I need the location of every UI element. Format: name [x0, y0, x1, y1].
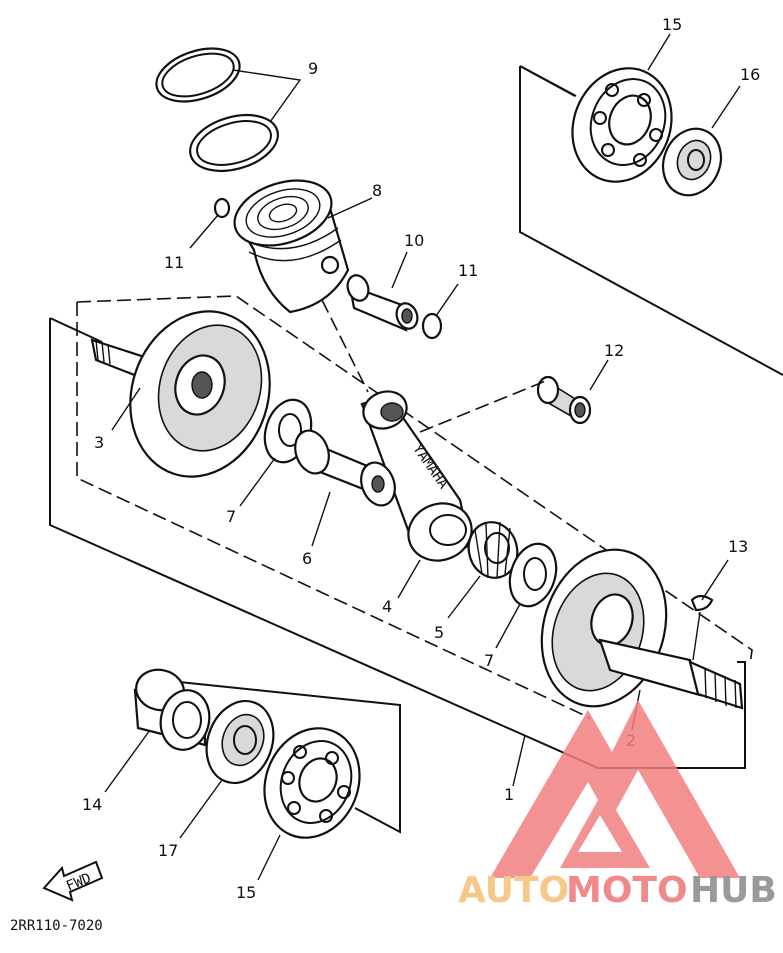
woodruff-key — [690, 594, 714, 612]
leader-8 — [327, 197, 373, 219]
leader-14 — [104, 729, 151, 793]
part-label-1: 1 — [504, 785, 514, 804]
collar — [133, 668, 211, 751]
needle-bearing-guide — [419, 379, 549, 433]
watermark-word-hub: HUB — [690, 870, 777, 911]
watermark-word-auto: AUTO — [458, 870, 569, 911]
rod-guide — [321, 299, 369, 393]
piston — [233, 179, 350, 314]
part-label-12: 12 — [604, 341, 624, 360]
leader-13 — [701, 559, 729, 601]
lower-bearing-outline — [159, 679, 401, 834]
crank-pin — [294, 429, 396, 507]
part-label-7b: 7 — [484, 651, 494, 670]
thrust-washer-right — [508, 542, 558, 608]
leader-11a — [189, 214, 219, 249]
oil-seal-lower — [205, 699, 275, 785]
bearing-top — [571, 67, 673, 183]
part-label-9: 9 — [308, 59, 318, 78]
bearing-group-outline-path — [519, 65, 783, 376]
part-label-5: 5 — [434, 623, 444, 642]
leader-10 — [391, 251, 408, 289]
part-label-13: 13 — [728, 537, 748, 556]
leader-3 — [111, 387, 141, 431]
part-label-11a: 11 — [164, 253, 184, 272]
part-label-14: 14 — [82, 795, 102, 814]
part-label-15b: 15 — [236, 883, 256, 902]
leader-5 — [447, 575, 481, 619]
leader-15a — [647, 33, 671, 71]
part-label-16: 16 — [740, 65, 760, 84]
part-label-10: 10 — [404, 231, 424, 250]
leader-12 — [589, 359, 609, 391]
leader-7b — [495, 603, 521, 649]
part-label-17: 17 — [158, 841, 178, 860]
leader-17 — [179, 779, 223, 839]
bearing-lower — [263, 727, 361, 839]
piston-ring-upper — [155, 47, 241, 103]
diagram-code: 2RR110-7020 — [10, 918, 103, 934]
leader-11b — [435, 283, 459, 317]
leader-7a — [239, 457, 276, 507]
watermark-text: AUTO MOTO HUB — [458, 870, 777, 911]
leader-16 — [711, 85, 741, 129]
piston-pin-clip-right — [421, 312, 443, 340]
part-label-3: 3 — [94, 433, 104, 452]
part-label-4: 4 — [382, 597, 392, 616]
piston-pin — [346, 274, 419, 332]
leader-15b — [257, 834, 281, 881]
leader-4 — [397, 559, 421, 599]
leader-9 — [232, 69, 302, 123]
big-end-bearing — [467, 521, 519, 579]
piston-ring-lower — [189, 113, 279, 173]
piston-pin-clip-left — [213, 197, 231, 219]
part-label-15a: 15 — [662, 15, 682, 34]
small-end-needle-bearing — [536, 375, 592, 425]
part-label-8: 8 — [372, 181, 382, 200]
part-label-6: 6 — [302, 549, 312, 568]
leader-6 — [311, 491, 331, 547]
crank-assembly-outline-top — [49, 317, 103, 343]
crank-subgroup-dashed — [76, 295, 753, 719]
part-label-7a: 7 — [226, 507, 236, 526]
crankshaft-right-half — [540, 548, 744, 710]
connecting-rod: YAMAHA — [360, 390, 473, 562]
forward-arrow-icon: FWD — [42, 860, 104, 902]
part-label-11b: 11 — [458, 261, 478, 280]
watermark-logo-icon — [490, 700, 740, 878]
crankshaft-left-half — [90, 310, 271, 478]
key-guide — [692, 611, 701, 661]
leader-1 — [512, 734, 526, 787]
oil-seal-top — [661, 127, 723, 197]
watermark-word-moto: MOTO — [566, 870, 688, 911]
